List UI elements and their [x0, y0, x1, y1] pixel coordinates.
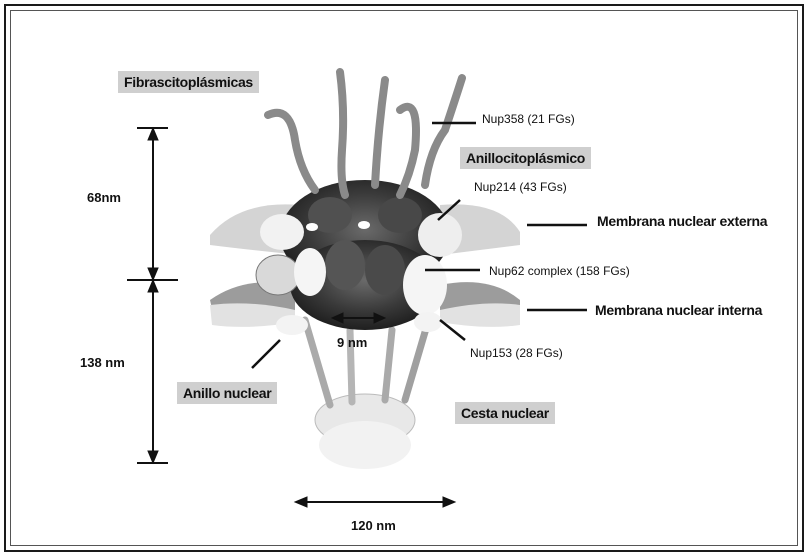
label-anillo-nuclear: Anillo nuclear [177, 382, 277, 404]
nuclear-basket [305, 315, 430, 469]
label-membrana-externa: Membrana nuclear externa [597, 213, 767, 229]
label-cesta-nuclear: Cesta nuclear [455, 402, 555, 424]
label-nup358: Nup358 (21 FGs) [482, 112, 575, 126]
label-nup62: Nup62 complex (158 FGs) [489, 264, 630, 278]
dimension-9nm: 9 nm [337, 335, 367, 350]
cytoplasmic-fibres [268, 72, 462, 195]
label-membrana-interna: Membrana nuclear interna [595, 302, 762, 318]
dimension-120nm: 120 nm [351, 518, 396, 533]
dimension-138nm: 138 nm [80, 355, 125, 370]
label-anillo-citoplasmico: Anillocitoplásmico [460, 147, 591, 169]
dimension-68nm: 68nm [87, 190, 121, 205]
label-fibras-citoplasmicas: Fibrascitoplásmicas [118, 71, 259, 93]
label-nup153: Nup153 (28 FGs) [470, 346, 563, 360]
label-nup214: Nup214 (43 FGs) [474, 180, 567, 194]
